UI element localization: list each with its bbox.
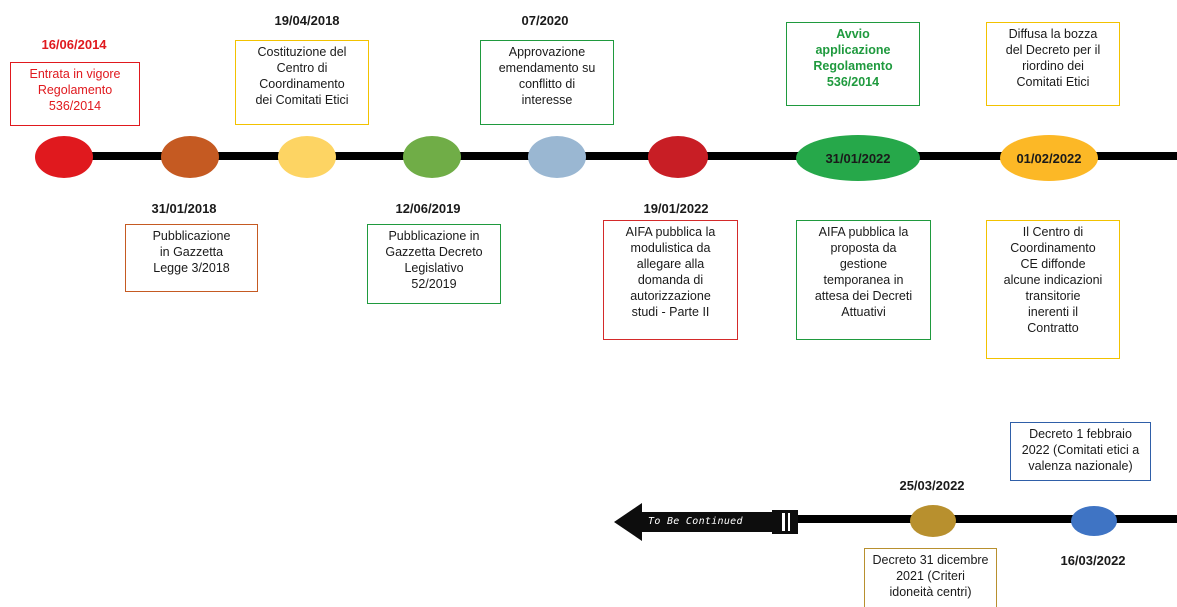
date-19-01-2022: 19/01/2022 xyxy=(643,201,709,216)
date-19-04-2018: 19/04/2018 xyxy=(274,13,340,28)
box-aifa-proposta: AIFA pubblica la proposta da gestione te… xyxy=(796,220,931,340)
date-12-06-2019: 12/06/2019 xyxy=(395,201,461,216)
dot-19-04-2018 xyxy=(278,136,336,178)
date-31-01-2018: 31/01/2018 xyxy=(151,201,217,216)
dot-01-02-2022 xyxy=(1000,135,1098,181)
date-16-06-2014: 16/06/2014 xyxy=(41,37,107,52)
box-entrata-in-vigore: Entrata in vigore Regolamento 536/2014 xyxy=(10,62,140,126)
box-decreto-31-dicembre: Decreto 31 dicembre 2021 (Criteri idonei… xyxy=(864,548,997,607)
dot-16-03-2022 xyxy=(1071,506,1117,536)
timeline-axis-main xyxy=(40,152,1177,160)
arrow-left-icon xyxy=(614,503,798,541)
to-be-continued-label: To Be Continued xyxy=(648,516,743,527)
date-25-03-2022: 25/03/2022 xyxy=(899,478,965,493)
box-avvio-applicazione: Avvio applicazione Regolamento 536/2014 xyxy=(786,22,920,106)
dot-31-01-2022 xyxy=(796,135,920,181)
box-costituzione-centro: Costituzione del Centro di Coordinamento… xyxy=(235,40,369,125)
dot-label-diffusa: 01/02/2022 xyxy=(1016,150,1082,166)
timeline-axis-second xyxy=(795,515,1177,523)
box-pubblicazione-decreto: Pubblicazione in Gazzetta Decreto Legisl… xyxy=(367,224,501,304)
date-16-03-2022: 16/03/2022 xyxy=(1060,553,1126,568)
box-diffusa-bozza: Diffusa la bozza del Decreto per il rior… xyxy=(986,22,1120,106)
box-approvazione-emendamento: Approvazione emendamento su conflitto di… xyxy=(480,40,614,125)
dot-25-03-2022 xyxy=(910,505,956,537)
dot-2014 xyxy=(35,136,93,178)
date-07-2020: 07/2020 xyxy=(521,13,569,28)
box-pubblicazione-legge: Pubblicazione in Gazzetta Legge 3/2018 xyxy=(125,224,258,292)
dot-07-2020 xyxy=(528,136,586,178)
box-centro-coordinamento: Il Centro di Coordinamento CE diffonde a… xyxy=(986,220,1120,359)
dot-12-06-2019 xyxy=(403,136,461,178)
dot-label-avvio: 31/01/2022 xyxy=(825,150,891,166)
to-be-continued-arrow: To Be Continued xyxy=(612,497,802,547)
dot-19-01-2022 xyxy=(648,136,708,178)
box-decreto-1-febbraio: Decreto 1 febbraio 2022 (Comitati etici … xyxy=(1010,422,1151,481)
box-aifa-modulistica: AIFA pubblica la modulistica da allegare… xyxy=(603,220,738,340)
dot-31-01-2018 xyxy=(161,136,219,178)
